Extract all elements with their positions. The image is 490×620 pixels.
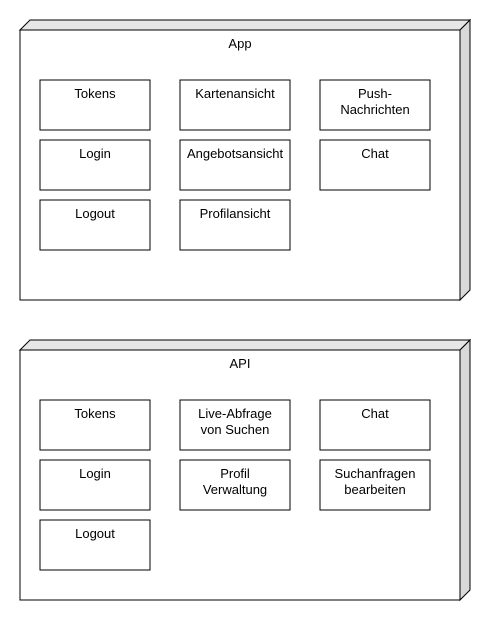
component-box bbox=[39, 459, 151, 511]
component-angebotsansicht: Angebotsansicht bbox=[179, 139, 291, 191]
component-box bbox=[179, 459, 291, 511]
node-app-title: App bbox=[228, 36, 251, 51]
component-box bbox=[39, 519, 151, 571]
component-label: Tokens bbox=[74, 406, 116, 421]
component-box bbox=[39, 399, 151, 451]
component-box bbox=[179, 199, 291, 251]
component-label-line-1: Push- bbox=[358, 86, 392, 101]
component-profilansicht: Profilansicht bbox=[179, 199, 291, 251]
component-label: Tokens bbox=[74, 86, 116, 101]
component-label-line-2: Nachrichten bbox=[340, 102, 409, 117]
component-box bbox=[39, 79, 151, 131]
node-api-top-face bbox=[18, 339, 472, 351]
component-box bbox=[179, 79, 291, 131]
component-box bbox=[319, 139, 431, 191]
component-label-line-1: Suchanfragen bbox=[335, 466, 416, 481]
component-live-abfrage: Live-Abfrage von Suchen bbox=[179, 399, 291, 451]
node-api-components: Tokens Live-Abfrage von Suchen Chat Logi… bbox=[39, 399, 431, 571]
component-box bbox=[39, 199, 151, 251]
component-label: Logout bbox=[75, 206, 115, 221]
component-label-line-2: Verwaltung bbox=[203, 482, 267, 497]
node-app-components: Tokens Kartenansicht Push- Nachrichten L… bbox=[39, 79, 431, 251]
component-label: Chat bbox=[361, 146, 389, 161]
component-logout: Logout bbox=[39, 519, 151, 571]
component-box bbox=[39, 139, 151, 191]
component-box bbox=[319, 79, 431, 131]
component-label-line-1: Live-Abfrage bbox=[198, 406, 272, 421]
node-app-side-face bbox=[459, 18, 471, 302]
component-box bbox=[319, 399, 431, 451]
component-profil-verwaltung: Profil Verwaltung bbox=[179, 459, 291, 511]
component-suchanfragen-bearbeiten: Suchanfragen bearbeiten bbox=[319, 459, 431, 511]
component-label-line-2: von Suchen bbox=[201, 422, 270, 437]
component-chat: Chat bbox=[319, 399, 431, 451]
node-api-title: API bbox=[230, 356, 251, 371]
component-label: Profilansicht bbox=[200, 206, 271, 221]
component-tokens: Tokens bbox=[39, 399, 151, 451]
component-label: Login bbox=[79, 146, 111, 161]
node-app-top-face bbox=[18, 19, 472, 31]
component-kartenansicht: Kartenansicht bbox=[179, 79, 291, 131]
component-box bbox=[179, 139, 291, 191]
component-chat: Chat bbox=[319, 139, 431, 191]
component-box bbox=[179, 399, 291, 451]
component-label: Logout bbox=[75, 526, 115, 541]
component-logout: Logout bbox=[39, 199, 151, 251]
component-label-line-2: bearbeiten bbox=[344, 482, 405, 497]
component-login: Login bbox=[39, 459, 151, 511]
component-label-line-1: Profil bbox=[220, 466, 250, 481]
component-tokens: Tokens bbox=[39, 79, 151, 131]
component-login: Login bbox=[39, 139, 151, 191]
component-push-nachrichten: Push- Nachrichten bbox=[319, 79, 431, 131]
component-label: Chat bbox=[361, 406, 389, 421]
component-label: Login bbox=[79, 466, 111, 481]
node-api-side-face bbox=[459, 338, 471, 602]
component-label: Kartenansicht bbox=[195, 86, 275, 101]
component-box bbox=[319, 459, 431, 511]
component-label: Angebotsansicht bbox=[187, 146, 284, 161]
